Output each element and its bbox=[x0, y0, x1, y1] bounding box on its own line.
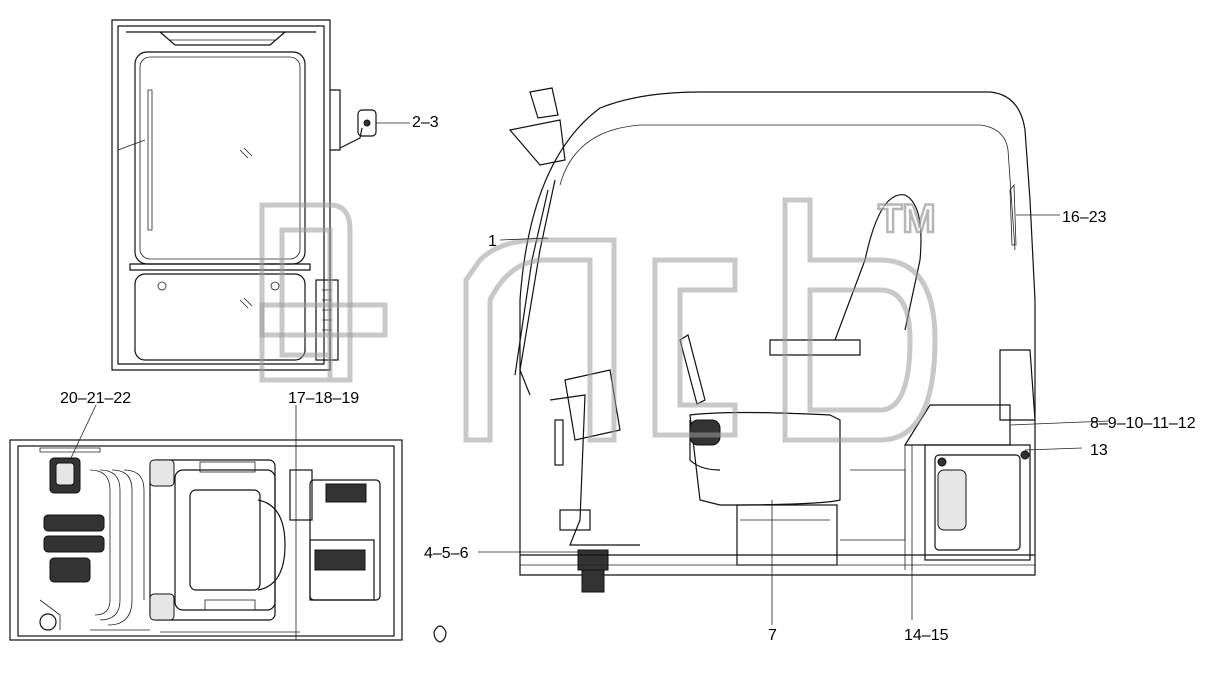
callout-13: 13 bbox=[1090, 442, 1108, 459]
callout-4-5-6: 4–5–6 bbox=[424, 545, 469, 562]
watermark-logo: TM bbox=[259, 196, 938, 443]
callout-20-21-22: 20–21–22 bbox=[60, 390, 131, 407]
front-view-cab bbox=[111, 19, 410, 371]
top-view-cab-floor bbox=[9, 439, 447, 643]
callout-14-15: 14–15 bbox=[904, 627, 949, 644]
floor-pedals bbox=[43, 514, 105, 583]
callout-8-9-10-11-12: 8–9–10–11–12 bbox=[1090, 415, 1196, 432]
callout-7: 7 bbox=[768, 627, 777, 644]
leader-lines bbox=[69, 237, 1109, 640]
callout-16-23: 16–23 bbox=[1062, 209, 1107, 226]
callout-2-3: 2–3 bbox=[412, 114, 439, 131]
callout-1: 1 bbox=[488, 233, 497, 250]
callout-labels: 2–3 1 16–23 20–21–22 17–18–19 8–9–10–11–… bbox=[60, 114, 1196, 644]
callout-17-18-19: 17–18–19 bbox=[288, 390, 359, 407]
trademark-mark: TM bbox=[878, 197, 936, 241]
